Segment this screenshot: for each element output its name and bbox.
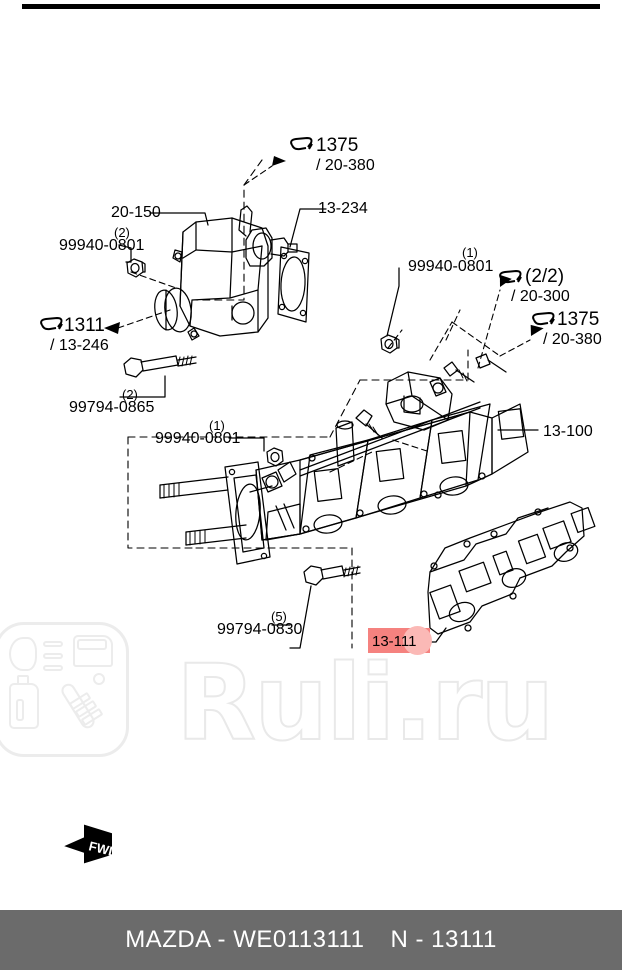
label-clamp-1375-top: 1375 / 20-380: [316, 135, 375, 174]
fwd-orientation-icon: FWD: [64, 824, 120, 864]
hose-clamp-icon: [40, 316, 63, 331]
label-clamp-1375-right: 1375 / 20-380: [543, 309, 602, 348]
leader-arrowhead: [104, 156, 544, 336]
footer-brand-part: MAZDA - WE0113111: [125, 926, 365, 953]
nut-mid-part: [266, 447, 284, 467]
throttle-gasket-part: [277, 246, 310, 323]
nut-left-part: [126, 258, 146, 278]
qty-nut-99940-right: (1): [462, 245, 478, 260]
leader-lines: [118, 208, 539, 626]
label-bolt-99794-0865: 99794-0865: [69, 399, 155, 416]
hose-clamp-icon: [290, 136, 313, 151]
leader-line-nut-right: [386, 267, 400, 337]
highlight-circle: [403, 626, 432, 655]
label-clamp-20-300: (2/2) / 20-300: [511, 266, 570, 305]
throttle-body-part: [154, 205, 298, 341]
hose-clamp-icon: [499, 269, 522, 284]
highlighted-part-number: 13-111: [372, 633, 417, 650]
top-border-rule: [22, 4, 600, 9]
nut-right-part: [380, 334, 400, 354]
label-nut-99940-right: 99940-0801: [408, 258, 494, 275]
assembly-group-outline: [127, 159, 469, 649]
label-bolt-99794-0830: 99794-0830: [217, 621, 303, 638]
qty-bolt-99794-0865: (2): [122, 387, 138, 402]
label-nut-99940-left: 99940-0801: [59, 237, 145, 254]
bolt-99794-0830-part: [303, 565, 361, 586]
hose-clamp-icon: [532, 311, 555, 326]
footer-bar: MAZDA - WE0113111 N - 13111: [0, 910, 622, 970]
intake-manifold-part: [159, 353, 529, 565]
intake-manifold-gasket-part: [427, 501, 596, 635]
label-clamp-1311: 1311 / 13-246: [50, 315, 109, 354]
qty-bolt-99794-0830: (5): [271, 609, 287, 624]
label-nut-99940-mid: 99940-0801: [155, 430, 241, 447]
qty-nut-99940-mid: (1): [209, 418, 225, 433]
fwd-label: FWD: [87, 838, 119, 860]
label-manifold-13-100: 13-100: [543, 423, 593, 440]
qty-nut-99940-left: (2): [114, 225, 130, 240]
label-gasket-13-234: 13-234: [318, 200, 368, 217]
bolt-99794-0865-part: [123, 355, 197, 378]
leader-line-bolt-0830: [289, 585, 312, 649]
label-throttle-body: 20-150: [111, 204, 161, 221]
footer-section-ref: N - 13111: [390, 926, 497, 953]
